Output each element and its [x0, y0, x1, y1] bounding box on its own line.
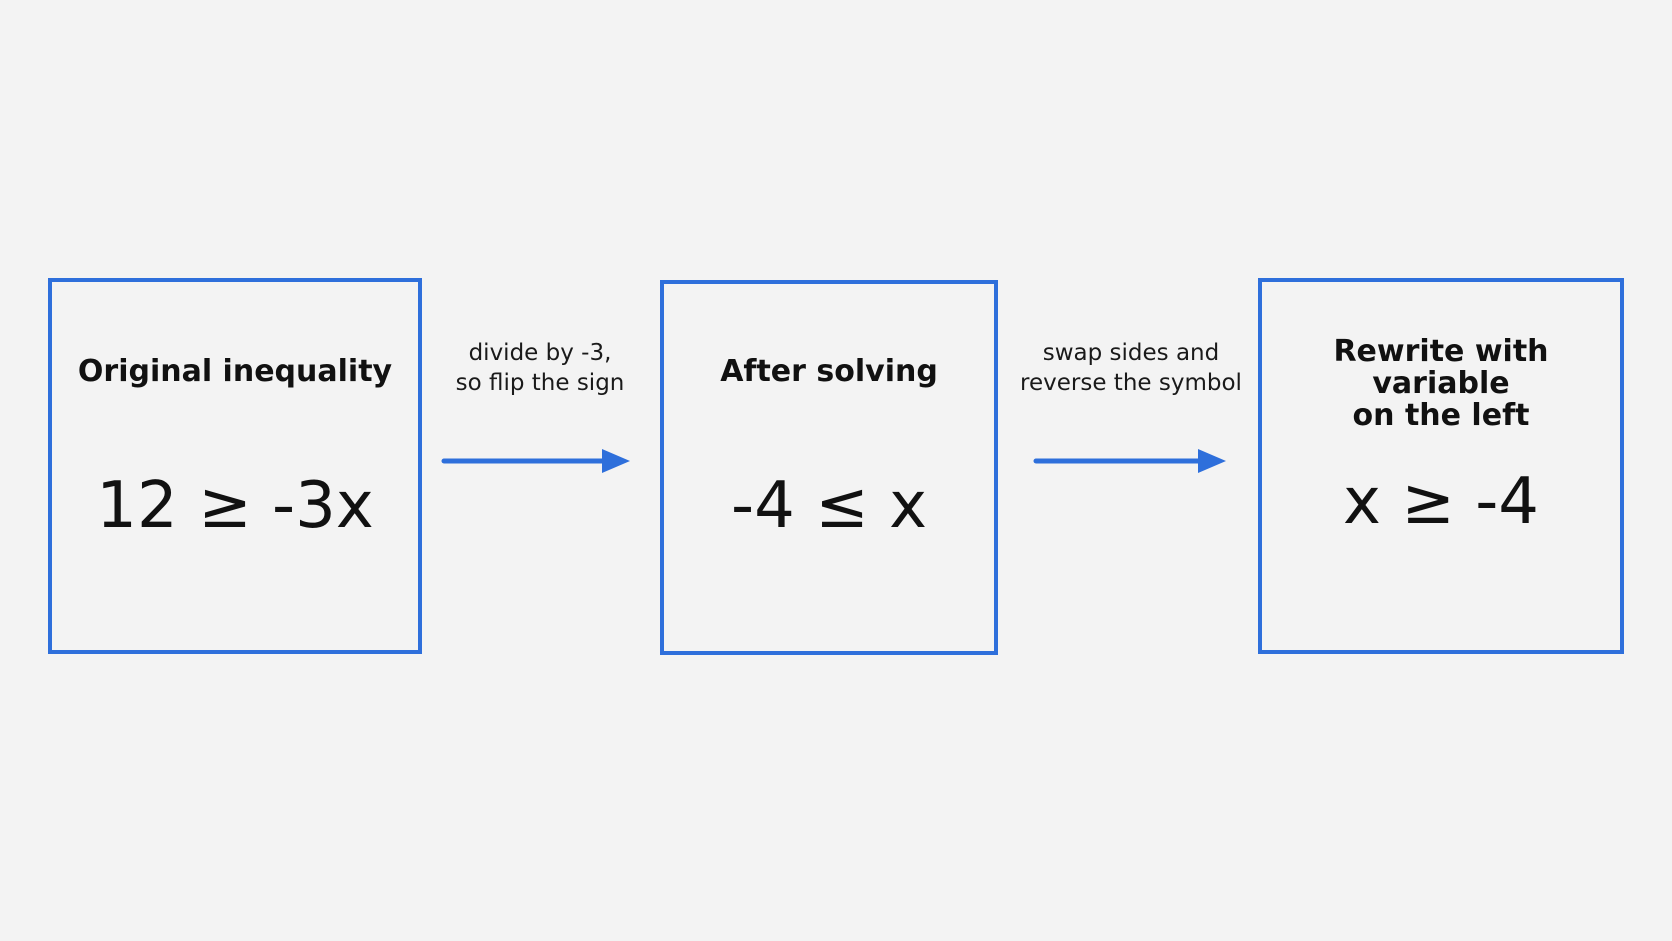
- inequality-expression: x ≥ -4: [1343, 465, 1539, 539]
- arrow-right-icon: [1033, 449, 1226, 473]
- box-title-line: Original inequality: [77, 354, 393, 389]
- box-original-inequality: Original inequality 12 ≥ -3x: [48, 278, 422, 654]
- step-label-line: swap sides and: [1042, 340, 1220, 366]
- box-title: After solving: [664, 356, 994, 388]
- box-title-line: Rewrite with variable: [1333, 334, 1549, 401]
- step-label-line: divide by -3,: [468, 340, 612, 366]
- step-label-line: so flip the sign: [455, 370, 625, 396]
- inequality-expression: 12 ≥ -3x: [96, 469, 374, 543]
- box-title-line: on the left: [1352, 398, 1530, 433]
- step-label-divide: divide by -3, so flip the sign: [440, 338, 640, 398]
- box-after-solving: After solving -4 ≤ x: [660, 280, 998, 655]
- step-label-line: reverse the symbol: [1020, 370, 1242, 396]
- step-label-swap: swap sides and reverse the symbol: [1016, 338, 1246, 398]
- box-title: Rewrite with variable on the left: [1262, 336, 1620, 432]
- inequality-expression: -4 ≤ x: [731, 469, 927, 543]
- box-title-line: After solving: [720, 354, 938, 389]
- box-title: Original inequality: [52, 356, 418, 388]
- box-rewrite-variable-left: Rewrite with variable on the left x ≥ -4: [1258, 278, 1624, 654]
- arrow-right-icon: [441, 449, 630, 473]
